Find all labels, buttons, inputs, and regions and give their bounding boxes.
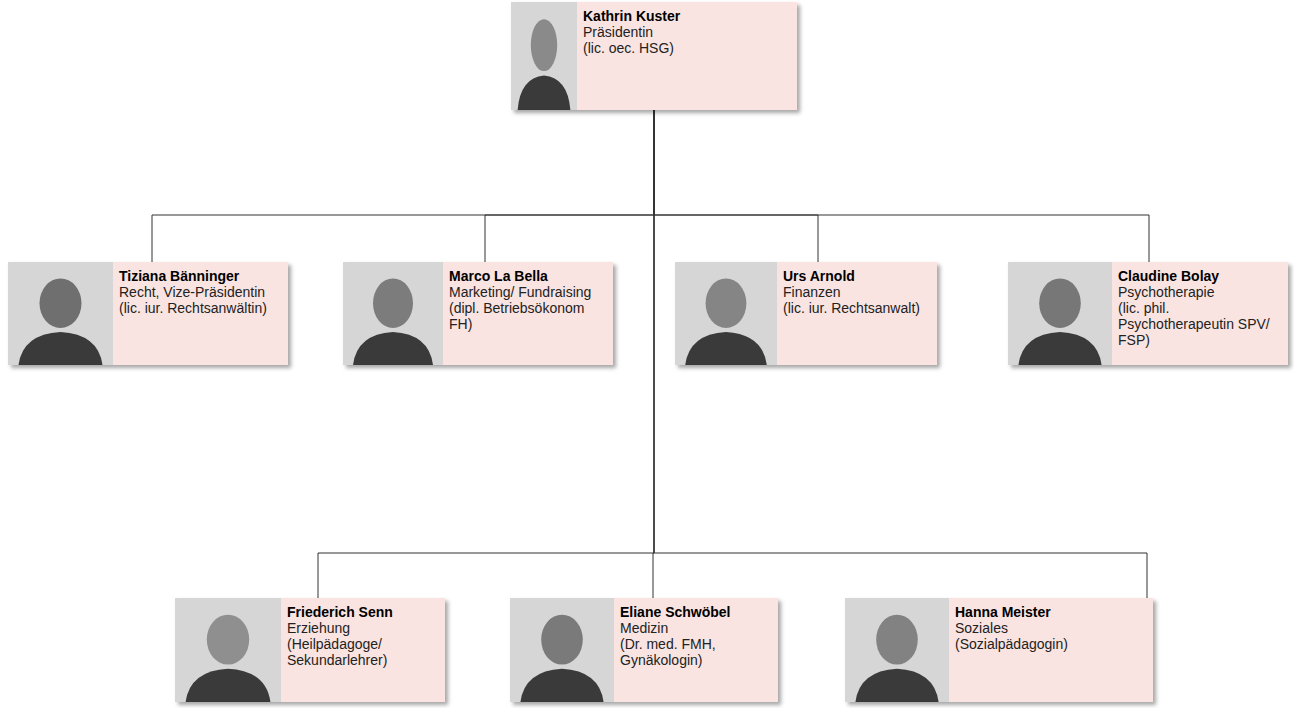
person-box: Claudine BolayPsychotherapie(lic. phil. … xyxy=(1008,262,1288,365)
org-connector xyxy=(318,110,654,598)
qualification-text: (Sozialpädagogin) xyxy=(955,636,1147,652)
role-text: Psychotherapie xyxy=(1118,284,1282,300)
org-connector xyxy=(485,110,654,262)
qualification-text: (lic. phil. Psychotherapeutin SPV/ FSP) xyxy=(1118,300,1282,348)
qualification-text: (Heilpädagoge/ Sekundarlehrer) xyxy=(287,636,439,668)
portrait-photo xyxy=(675,262,777,365)
person-name: Urs Arnold xyxy=(783,268,931,284)
portrait-photo xyxy=(1008,262,1112,365)
person-box: Kathrin KusterPräsidentin(lic. oec. HSG) xyxy=(511,2,797,110)
person-box: Marco La BellaMarketing/ Fundraising(dip… xyxy=(343,262,613,365)
person-name: Friederich Senn xyxy=(287,604,439,620)
portrait-photo xyxy=(511,2,577,110)
portrait-photo xyxy=(343,262,443,365)
person-name: Eliane Schwöbel xyxy=(620,604,772,620)
person-box: Eliane SchwöbelMedizin(Dr. med. FMH, Gyn… xyxy=(510,598,778,702)
qualification-text: (lic. oec. HSG) xyxy=(583,40,791,56)
portrait-photo xyxy=(175,598,281,702)
portrait-photo xyxy=(845,598,949,702)
role-text: Marketing/ Fundraising xyxy=(449,284,607,300)
role-text: Erziehung xyxy=(287,620,439,636)
role-text: Soziales xyxy=(955,620,1147,636)
qualification-text: (Dr. med. FMH, Gynäkologin) xyxy=(620,636,772,668)
portrait-photo xyxy=(510,598,614,702)
role-text: Recht, Vize-Präsidentin xyxy=(119,284,282,300)
role-text: Medizin xyxy=(620,620,772,636)
portrait-photo xyxy=(8,262,113,365)
person-name: Tiziana Bänninger xyxy=(119,268,282,284)
role-text: Präsidentin xyxy=(583,24,791,40)
org-connector xyxy=(654,110,1149,262)
person-box: Hanna MeisterSoziales(Sozialpädagogin) xyxy=(845,598,1153,702)
org-connector xyxy=(152,110,654,262)
person-name: Marco La Bella xyxy=(449,268,607,284)
person-name: Hanna Meister xyxy=(955,604,1147,620)
person-box: Urs ArnoldFinanzen(lic. iur. Rechtsanwal… xyxy=(675,262,937,365)
person-box: Friederich SennErziehung(Heilpädagoge/ S… xyxy=(175,598,445,702)
role-text: Finanzen xyxy=(783,284,931,300)
qualification-text: (dipl. Betriebsökonom FH) xyxy=(449,300,607,332)
person-name: Claudine Bolay xyxy=(1118,268,1282,284)
org-connector xyxy=(654,110,1147,598)
qualification-text: (lic. iur. Rechtsanwältin) xyxy=(119,300,282,316)
person-name: Kathrin Kuster xyxy=(583,8,791,24)
qualification-text: (lic. iur. Rechtsanwalt) xyxy=(783,300,931,316)
person-box: Tiziana BänningerRecht, Vize-Präsidentin… xyxy=(8,262,288,365)
org-connector xyxy=(654,110,818,262)
